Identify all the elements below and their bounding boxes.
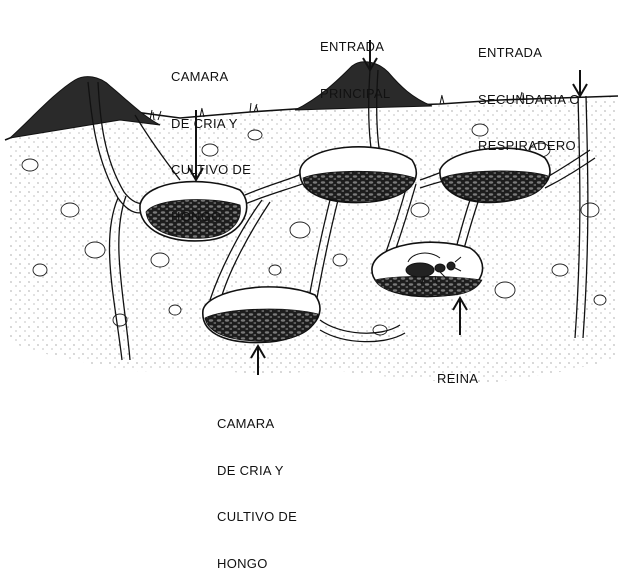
ant-nest-diagram: CAMARA DE CRIA Y CULTIVO DE HONGO ENTRAD… [0,0,623,455]
label-line: ENTRADA [478,45,580,61]
label-queen: REINA [437,340,478,402]
label-line: RESPIRADERO [478,138,580,154]
label-line: DE CRIA Y [171,116,251,132]
chamber-center [300,147,416,203]
label-secondary-entrance: ENTRADA SECUNDARIA O RESPIRADERO [478,14,580,169]
label-brood-chamber-top: CAMARA DE CRIA Y CULTIVO DE HONGO [171,38,251,240]
label-line: CAMARA [171,69,251,85]
label-main-entrance: ENTRADA PRINCIPAL [320,8,390,117]
label-line: CAMARA [217,416,297,432]
label-brood-chamber-bottom: CAMARA DE CRIA Y CULTIVO DE HONGO [217,385,297,587]
label-line: PRINCIPAL [320,86,390,102]
label-line: ENTRADA [320,39,390,55]
label-line: DE CRIA Y [217,463,297,479]
label-line: HONGO [171,209,251,225]
label-line: CULTIVO DE [217,509,297,525]
label-line: HONGO [217,556,297,572]
label-line: CULTIVO DE [171,162,251,178]
label-line: SECUNDARIA O [478,92,580,108]
label-line: REINA [437,371,478,387]
